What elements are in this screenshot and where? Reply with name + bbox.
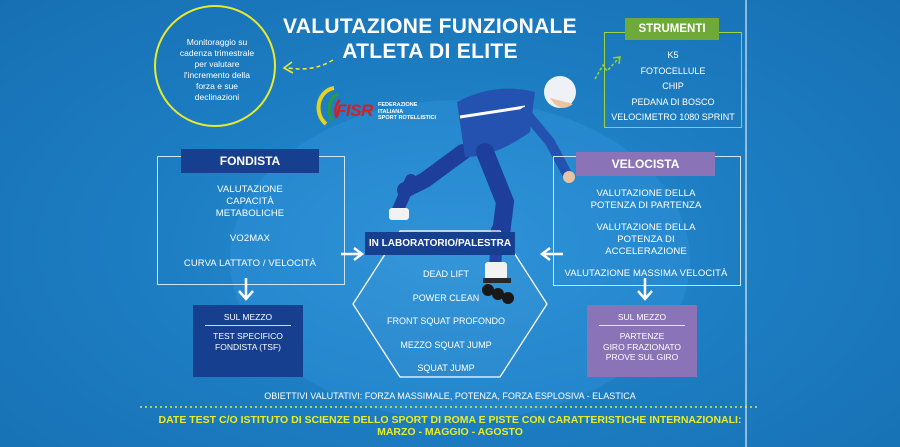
list-item: VALUTAZIONE CAPACITÀ METABOLICHE: [215, 184, 285, 219]
title-line-1: VALUTAZIONE FUNZIONALE: [283, 15, 577, 38]
list-item: FOTOCELLULE: [640, 65, 706, 76]
footer-dates: DATE TEST C/O ISTITUTO DI SCIENZE DELLO …: [150, 414, 750, 438]
strumenti-title: STRUMENTI: [625, 18, 719, 40]
list-item: VO2MAX: [229, 233, 271, 244]
list-item: K5: [667, 50, 679, 60]
sub-item: PARTENZE: [619, 331, 665, 341]
right-edge-line: [745, 0, 747, 447]
dashed-arrow-icon: [282, 59, 334, 74]
list-item: DEAD LIFT: [422, 269, 469, 279]
objectives-text: OBIETTIVI VALUTATIVI: FORZA MASSIMALE, P…: [264, 391, 636, 401]
arrow-down-icon: [238, 278, 254, 301]
arrow-down-icon: [637, 278, 653, 301]
strumenti-list: K5 FOTOCELLULE CHIP PEDANA DI BOSCO VELO…: [604, 48, 742, 126]
logo-acronym: FISR: [336, 101, 373, 120]
sub-item: TEST SPECIFICO: [213, 331, 283, 341]
title-line-2: ATLETA DI ELITE: [342, 40, 518, 63]
sub-item: PROVE SUL GIRO: [605, 352, 679, 362]
fisr-logo-icon: [316, 86, 341, 126]
sub-title: SUL MEZZO: [617, 312, 667, 322]
list-item: POWER CLEAN: [412, 292, 480, 303]
velocista-sul-mezzo-box: SUL MEZZO PARTENZE GIRO FRAZIONATO PROVE…: [587, 305, 697, 377]
logo-line-1: FEDERAZIONE ITALIANA: [378, 102, 418, 115]
laboratorio-list: DEAD LIFT POWER CLEAN FRONT SQUAT PROFON…: [372, 268, 520, 386]
list-item: MEZZO SQUAT JUMP: [400, 339, 492, 350]
list-item: FRONT SQUAT PROFONDO: [386, 316, 505, 326]
sub-title: SUL MEZZO: [223, 312, 273, 322]
logo-text: FEDERAZIONE ITALIANA SPORT ROTELLISTICI: [378, 102, 438, 122]
zigzag-arrow-icon: [594, 56, 621, 80]
page-title: VALUTAZIONE FUNZIONALE ATLETA DI ELITE: [265, 14, 595, 64]
fondista-sul-mezzo-box: SUL MEZZO TEST SPECIFICO FONDISTA (TSF): [193, 305, 303, 377]
divider: [205, 325, 291, 326]
arrow-left-icon: [539, 247, 563, 261]
footer-line-2: MARZO - MAGGIO - AGOSTO: [377, 426, 523, 438]
velocista-list: VALUTAZIONE DELLA POTENZA DI PARTENZA VA…: [563, 188, 729, 290]
list-item: CHIP: [662, 81, 684, 91]
list-item: SQUAT JUMP: [417, 363, 475, 373]
note-text: Monitoraggio su cadenza trimestrale per …: [179, 37, 255, 102]
fondista-title: FONDISTA: [181, 149, 319, 173]
list-item: VALUTAZIONE MASSIMA VELOCITÀ: [564, 268, 728, 279]
logo-line-2: SPORT ROTELLISTICI: [378, 115, 437, 121]
hexagon-frame: [352, 230, 548, 378]
note-circle: [154, 5, 276, 127]
sub-item: GIRO FRAZIONATO: [602, 341, 682, 352]
list-item: VALUTAZIONE DELLA POTENZA DI ACCELERAZIO…: [596, 222, 696, 257]
list-item: CURVA LATTATO / VELOCITÀ: [183, 258, 317, 269]
velocista-title: VELOCISTA: [576, 152, 715, 176]
list-item: PEDANA DI BOSCO: [631, 96, 715, 107]
list-item: VALUTAZIONE DELLA POTENZA DI PARTENZA: [590, 188, 702, 211]
list-item: VELOCIMETRO 1080 SPRINT: [611, 112, 735, 122]
fondista-list: VALUTAZIONE CAPACITÀ METABOLICHE VO2MAX …: [168, 184, 332, 283]
arrow-right-icon: [341, 247, 365, 261]
divider: [599, 325, 685, 326]
laboratorio-title: IN LABORATORIO/PALESTRA: [365, 232, 515, 255]
dotted-divider: [140, 406, 760, 408]
footer-line-1: DATE TEST C/O ISTITUTO DI SCIENZE DELLO …: [158, 414, 742, 426]
sub-item: FONDISTA (TSF): [215, 341, 281, 352]
